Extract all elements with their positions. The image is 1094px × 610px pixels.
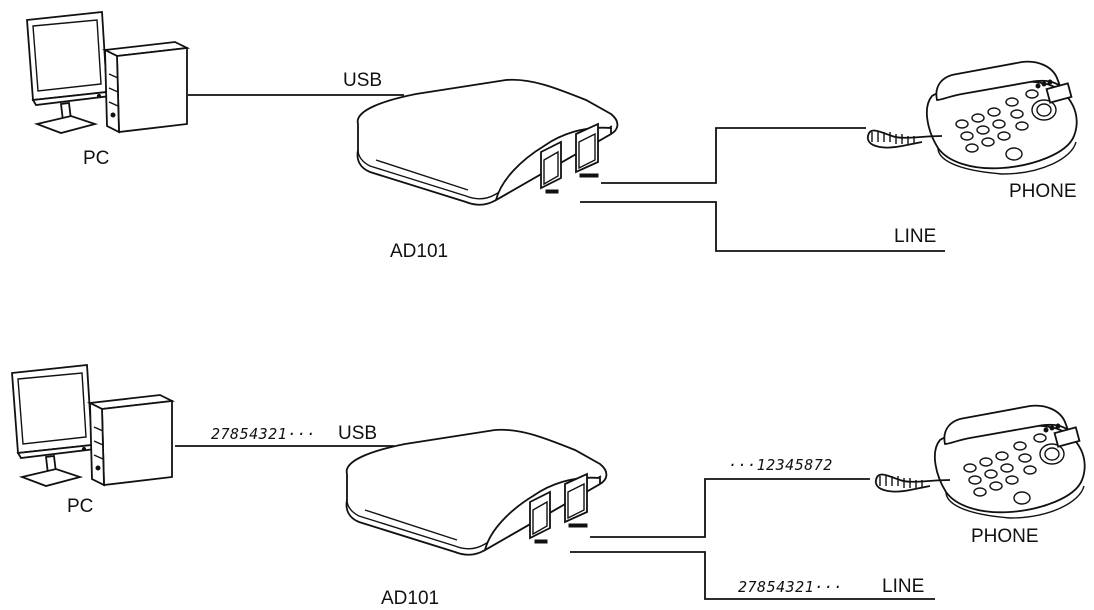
usb-label: USB (343, 70, 382, 91)
phone-label: PHONE (971, 526, 1039, 547)
pc-label: PC (67, 496, 93, 517)
line-label: LINE (894, 226, 936, 247)
pc-label: PC (83, 148, 109, 169)
computer-icon (12, 365, 172, 486)
diagram-1: PC USB AD101 PHONE LINE (27, 12, 1077, 262)
line-digits: 27854321··· (738, 578, 843, 596)
line-cable (580, 202, 945, 251)
ad101-device-icon (358, 80, 618, 205)
phone-label: PHONE (1009, 181, 1077, 202)
ad101-device-icon (347, 430, 607, 555)
diagram-2: PC 27854321··· USB AD101 ···12345872 PHO… (12, 365, 1085, 609)
computer-icon (27, 12, 187, 133)
phone-cable (601, 128, 866, 183)
usb-label: USB (338, 423, 377, 444)
phone-cable (590, 479, 870, 537)
telephone-icon (868, 62, 1077, 174)
device-label: AD101 (381, 588, 439, 609)
phone-digits: ···12345872 (728, 456, 833, 474)
usb-digits: 27854321··· (211, 425, 316, 443)
device-label: AD101 (390, 241, 448, 262)
telephone-icon (876, 406, 1085, 518)
line-label: LINE (882, 576, 924, 597)
